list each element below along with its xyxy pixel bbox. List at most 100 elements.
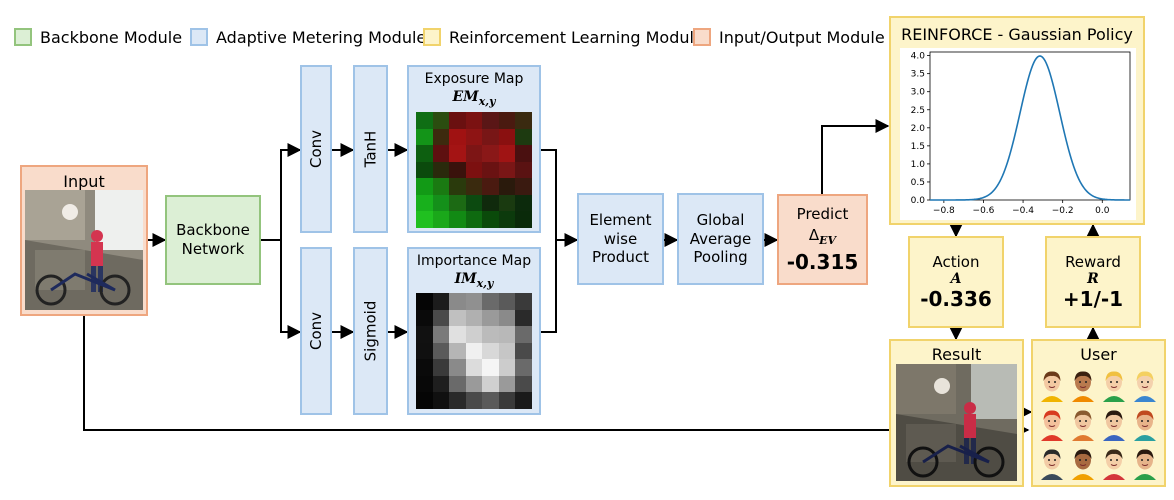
conv-bottom-label: Conv <box>307 311 326 351</box>
importance-map-title: Importance Map <box>416 253 532 269</box>
x-tick-label: −0.6 <box>973 206 995 216</box>
heatmap-cell <box>449 194 466 212</box>
heatmap-cell <box>416 326 433 343</box>
reward-box: Reward R +1/-1 <box>1045 236 1141 328</box>
y-tick-label: 2.5 <box>911 106 925 116</box>
heatmap-cell <box>498 145 516 162</box>
global-average-pooling-box: Global Average Pooling <box>677 193 764 285</box>
element-wise-line3: Product <box>592 248 649 267</box>
user-title: User <box>1080 345 1117 364</box>
importance-map-heatmap <box>416 293 532 409</box>
user-avatar-icon <box>1067 405 1098 444</box>
heatmap-cell <box>465 392 483 409</box>
legend-io: Input/Output Module <box>693 25 885 49</box>
heatmap-cell <box>449 293 466 310</box>
y-tick-label: 0.0 <box>911 196 926 206</box>
user-avatars-grid <box>1036 366 1161 482</box>
heatmap-cell <box>482 359 499 376</box>
gap-line3: Pooling <box>693 248 748 267</box>
heatmap-cell <box>515 326 532 343</box>
heatmap-cell <box>465 194 483 212</box>
heatmap-cell <box>432 194 450 212</box>
conv-bottom-box: Conv <box>300 247 332 415</box>
heatmap-cell <box>432 326 450 343</box>
legend-swatch-blue <box>190 28 208 46</box>
action-symbol: A <box>950 271 962 288</box>
user-avatar-icon <box>1036 405 1067 444</box>
legend-swatch-yellow <box>423 28 441 46</box>
user-avatar-icon <box>1067 366 1098 405</box>
heatmap-cell <box>498 161 516 179</box>
heatmap-cell <box>465 112 483 129</box>
heatmap-cell <box>465 293 483 310</box>
heatmap-cell <box>515 293 532 310</box>
heatmap-cell <box>449 326 466 343</box>
heatmap-cell <box>416 359 433 376</box>
heatmap-cell <box>465 178 483 195</box>
user-avatar-icon <box>1036 443 1067 482</box>
heatmap-cell <box>482 194 499 212</box>
tanh-box: TanH <box>353 65 388 233</box>
heatmap-cell <box>515 375 532 393</box>
heatmap-cell <box>498 211 516 228</box>
predict-symbol-main: Δ <box>808 226 820 245</box>
legend-swatch-green <box>14 28 32 46</box>
x-tick-label: −0.4 <box>1012 206 1034 216</box>
legend-rl: Reinforcement Learning Module <box>423 25 704 49</box>
heatmap-cell <box>498 112 516 129</box>
heatmap-cell <box>482 211 499 228</box>
importance-map-symbol-main: IM <box>454 270 477 287</box>
y-tick-label: 0.5 <box>911 178 925 188</box>
heatmap-cell <box>498 342 516 360</box>
importance-map-symbol: IMx,y <box>455 271 494 290</box>
heatmap-cell <box>498 375 516 393</box>
heatmap-cell <box>449 112 466 129</box>
heatmap-cell <box>449 161 466 179</box>
heatmap-cell <box>482 309 499 327</box>
heatmap-cell <box>416 112 433 129</box>
heatmap-cell <box>515 211 532 228</box>
heatmap-cell <box>465 309 483 327</box>
heatmap-cell <box>432 392 450 409</box>
heatmap-cell <box>416 128 433 146</box>
user-avatar-icon <box>1036 366 1067 405</box>
y-tick-label: 1.5 <box>911 142 925 152</box>
predict-symbol: ΔEV <box>809 226 836 247</box>
gap-line2: Average <box>689 229 752 248</box>
input-photo <box>25 190 143 310</box>
user-avatar-icon <box>1067 443 1098 482</box>
heatmap-cell <box>465 145 483 162</box>
y-tick-label: 3.0 <box>911 88 926 98</box>
predict-value: -0.315 <box>786 250 859 275</box>
predict-box: Predict ΔEV -0.315 <box>777 194 868 285</box>
plot-frame <box>929 51 1131 201</box>
element-wise-line2: wise <box>603 229 638 248</box>
element-wise-product-box: Element wise Product <box>577 193 664 285</box>
heatmap-cell <box>482 293 499 310</box>
x-tick-label: −0.2 <box>1052 206 1074 216</box>
exposure-map-heatmap <box>416 112 532 228</box>
legend-swatch-orange <box>693 28 711 46</box>
heatmap-cell <box>482 342 499 360</box>
heatmap-cell <box>449 145 466 162</box>
gap-line1: Global <box>696 210 745 229</box>
heatmap-cell <box>498 194 516 212</box>
y-tick-label: 4.0 <box>911 52 926 62</box>
y-tick-label: 3.5 <box>911 70 925 80</box>
user-avatar-icon <box>1099 405 1130 444</box>
heatmap-cell <box>515 161 532 179</box>
heatmap-cell <box>482 112 499 129</box>
predict-symbol-sub: EV <box>819 234 837 248</box>
conv-top-box: Conv <box>300 65 332 233</box>
exposure-map-symbol-main: EM <box>452 88 479 105</box>
user-avatar-icon <box>1130 443 1161 482</box>
heatmap-cell <box>416 194 433 212</box>
conv-top-label: Conv <box>307 129 326 169</box>
importance-map-symbol-sub: x,y <box>476 276 494 290</box>
heatmap-cell <box>482 178 499 195</box>
policy-title: REINFORCE - Gaussian Policy <box>901 25 1133 44</box>
exposure-map-symbol: EMx,y <box>453 89 496 108</box>
heatmap-cell <box>465 211 483 228</box>
sigmoid-label: Sigmoid <box>361 300 380 362</box>
heatmap-cell <box>498 128 516 146</box>
